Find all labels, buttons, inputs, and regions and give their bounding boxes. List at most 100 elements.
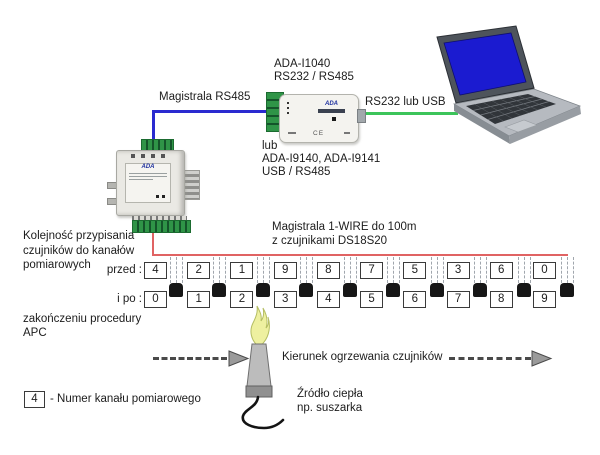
channel-box: 6 <box>489 262 513 279</box>
heating-arrow-left-dashes <box>153 357 227 360</box>
ds18s20-sensor <box>342 257 357 298</box>
channel-box: 5 <box>360 291 384 308</box>
rs485-bus-label: Magistrala RS485 <box>159 91 251 103</box>
alt-converter-line1: lub <box>262 140 278 152</box>
laptop-touchpad <box>504 119 538 133</box>
din-module-body: ADA <box>116 150 185 216</box>
sensor-body <box>169 283 183 297</box>
legend-text: - Numer kanału pomiarowego <box>50 393 201 405</box>
din-rail-module-device: ADA <box>105 136 205 233</box>
sensor-body <box>255 283 270 297</box>
apc-note: zakończeniu procedury APC <box>23 313 141 340</box>
ds18s20-sensor <box>429 257 444 298</box>
ds18s20-sensor <box>299 257 314 298</box>
sensor-leads <box>430 257 444 283</box>
onewire-bus-line <box>152 254 568 256</box>
ds18s20-sensor <box>212 257 227 298</box>
channel-box: 2 <box>230 291 254 308</box>
tiny-text-bar <box>129 179 154 180</box>
config-jumper <box>332 117 336 121</box>
rs485-bus-line-vertical <box>152 110 155 142</box>
before-label: przed : <box>106 264 142 276</box>
onewire-bus-label: Magistrala 1-WIRE do 100m z czujnikami D… <box>272 221 416 248</box>
heating-arrowhead-right <box>531 350 553 367</box>
laptop-base-left-edge <box>454 104 510 144</box>
sensor-leads <box>517 257 531 283</box>
ds18s20-sensor <box>473 257 488 298</box>
heat-source-line1: Źródło ciepła <box>297 388 363 400</box>
ada-i1040-converter-device: ADA CE <box>262 86 366 144</box>
converter-label: ADA-I1040 RS232 / RS485 <box>274 58 354 84</box>
sensor-leads <box>213 257 227 283</box>
converter-logo-area: ADA <box>318 101 345 113</box>
keyboard-key-lines <box>474 95 547 122</box>
ds18s20-sensor <box>386 257 401 298</box>
channel-box: 3 <box>446 262 470 279</box>
sensor-leads <box>474 257 488 283</box>
channel-box: 1 <box>230 262 254 279</box>
onewire-label-line1: Magistrala 1-WIRE do 100m <box>272 221 417 233</box>
sensor-leads <box>300 257 314 283</box>
sensor-body <box>342 283 357 297</box>
channel-box: 9 <box>532 291 556 308</box>
channel-box: 3 <box>273 291 297 308</box>
sensor-body <box>559 283 574 297</box>
tiny-text-bar <box>129 176 167 177</box>
apc-note-line1: zakończeniu procedury <box>23 313 142 325</box>
ds18s20-sensor <box>559 257 574 298</box>
laptop-screen <box>443 32 527 96</box>
assignment-note-line3: pomiarowych <box>23 259 91 271</box>
converter-led-indicators <box>287 102 289 114</box>
converter-rs232-connector <box>357 109 366 123</box>
channel-box: 2 <box>187 262 211 279</box>
ada-logo: ADA <box>325 101 338 107</box>
channel-box: 9 <box>273 262 297 279</box>
channel-box: 7 <box>446 291 470 308</box>
onewire-bus-line-vertical <box>152 227 154 255</box>
keyboard-row-lines <box>472 96 550 120</box>
ada-logo: ADA <box>141 164 155 170</box>
after-label: i po : <box>117 293 142 305</box>
heat-source-label: Źródło ciepła np. suszarka <box>297 388 363 415</box>
ds18s20-sensor <box>516 257 531 298</box>
channel-box: 0 <box>144 291 167 308</box>
alt-converter-line2: ADA-I9140, ADA-I9141 <box>262 153 381 165</box>
alt-converter-line3: USB / RS485 <box>262 166 331 178</box>
alt-converter-label: lub ADA-I9140, ADA-I9141 USB / RS485 <box>262 140 380 179</box>
heating-arrowhead-left <box>228 350 250 367</box>
assignment-note-line2: czujników do kanałów <box>23 244 135 257</box>
converter-body: ADA CE <box>279 94 359 143</box>
din-vent-strip <box>131 154 169 158</box>
legend-channel-box: 4 <box>24 391 45 408</box>
heating-arrow-right-dashes <box>449 357 531 360</box>
heating-direction-label: Kierunek ogrzewania czujników <box>282 351 443 363</box>
channel-box: 6 <box>403 291 427 308</box>
heat-gun <box>241 305 285 430</box>
apc-note-line2: APC <box>23 326 47 339</box>
din-bottom-terminal <box>132 220 191 233</box>
sensor-body <box>516 283 531 297</box>
rs485-bus-line <box>152 110 268 113</box>
laptop-keyboard <box>466 94 556 124</box>
din-bottom-vent <box>132 216 187 220</box>
channel-box: 0 <box>532 262 556 279</box>
channel-box: 1 <box>187 291 211 308</box>
din-front-panel: ADA <box>125 163 171 203</box>
heat-gun-body <box>245 385 273 398</box>
channel-box: 4 <box>144 262 167 279</box>
sensor-leads <box>256 257 270 283</box>
sensor-body <box>212 283 227 297</box>
sensor-body <box>429 283 444 297</box>
converter-label-line2: RS232 / RS485 <box>274 71 354 83</box>
tiny-mark <box>344 132 350 134</box>
sensor-row <box>169 257 574 298</box>
channel-box: 8 <box>489 291 513 308</box>
tiny-mark <box>288 132 296 134</box>
ds18s20-sensor <box>255 257 270 298</box>
assignment-note-line1: Kolejność przypisania <box>23 230 135 242</box>
assignment-note: Kolejność przypisania czujników do kanał… <box>23 229 134 273</box>
sensor-body <box>299 283 314 297</box>
heat-source-line2: np. suszarka <box>297 401 363 414</box>
channel-box: 8 <box>316 262 340 279</box>
